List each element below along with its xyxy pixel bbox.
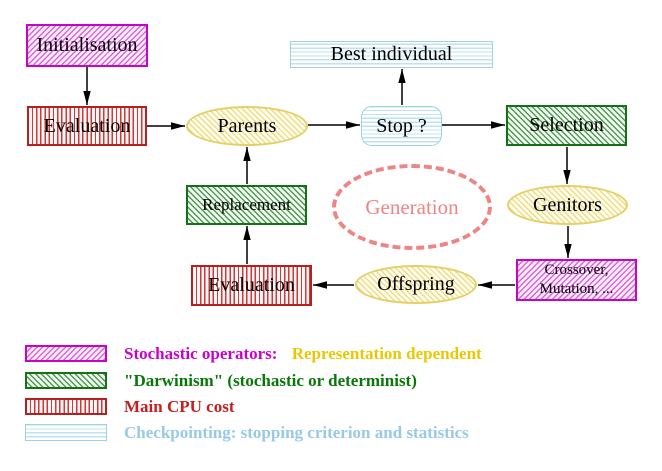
legend-text-checkpointing: Checkpointing: stopping criterion and st… (124, 424, 469, 441)
legend-label-cpu-cost: Main CPU cost (124, 397, 235, 416)
node-offspring-label: Offspring (377, 273, 455, 295)
node-stop: Stop ? (361, 106, 442, 146)
node-stop-label: Stop ? (376, 114, 427, 137)
node-crossover-line2: Mutation, ... (539, 281, 614, 297)
node-parents: Parents (186, 106, 308, 146)
legend-row-checkpointing: Checkpointing: stopping criterion and st… (25, 424, 469, 441)
node-best-individual-label: Best individual (330, 43, 453, 65)
node-offspring: Offspring (355, 265, 477, 304)
legend-swatch-magenta-hatch (25, 345, 107, 362)
legend-swatch-cyan-stripes (25, 424, 107, 441)
legend-row-stochastic-operators: Stochastic operators: Representation dep… (25, 345, 482, 362)
legend-text-cpu-cost: Main CPU cost (124, 398, 234, 415)
legend-label-stochastic: Stochastic operators: (124, 344, 278, 363)
node-evaluation-top: Evaluation (27, 106, 147, 146)
legend-swatch-green-hatch (25, 372, 107, 389)
arrows-group (83, 67, 572, 289)
legend-row-darwinism: "Darwinism" (stochastic or determinist) (25, 372, 417, 389)
node-selection-label: Selection (529, 114, 604, 136)
node-evaluation-top-label: Evaluation (43, 114, 131, 137)
node-evaluation-bottom: Evaluation (191, 265, 312, 306)
node-crossover-line1: Crossover, (544, 261, 609, 278)
generation-label: Generation (365, 194, 459, 219)
node-best-individual: Best individual (290, 41, 493, 68)
node-parents-label: Parents (217, 114, 277, 137)
node-initialisation-label: Initialisation (36, 34, 138, 56)
node-crossover-mutation: Crossover, Mutation, ... (516, 259, 637, 301)
generation-loop-ellipse: Generation (332, 164, 492, 250)
node-selection: Selection (506, 105, 627, 146)
legend-text-stochastic-operators: Stochastic operators: Representation dep… (124, 345, 482, 362)
legend-label-darwinism: "Darwinism" (stochastic or determinist) (124, 371, 417, 390)
legend-label-representation: Representation dependent (291, 344, 482, 363)
node-initialisation: Initialisation (26, 24, 148, 67)
legend-swatch-red-stripes (25, 398, 107, 415)
legend-row-cpu-cost: Main CPU cost (25, 398, 234, 415)
legend-text-darwinism: "Darwinism" (stochastic or determinist) (124, 372, 417, 389)
node-evaluation-bottom-label: Evaluation (208, 274, 295, 296)
legend-label-checkpointing: Checkpointing: stopping criterion and st… (124, 423, 469, 442)
node-genitors-label: Genitors (533, 193, 602, 216)
node-replacement-label: Replacement (202, 195, 291, 215)
node-genitors: Genitors (507, 185, 628, 225)
node-replacement: Replacement (186, 185, 307, 225)
